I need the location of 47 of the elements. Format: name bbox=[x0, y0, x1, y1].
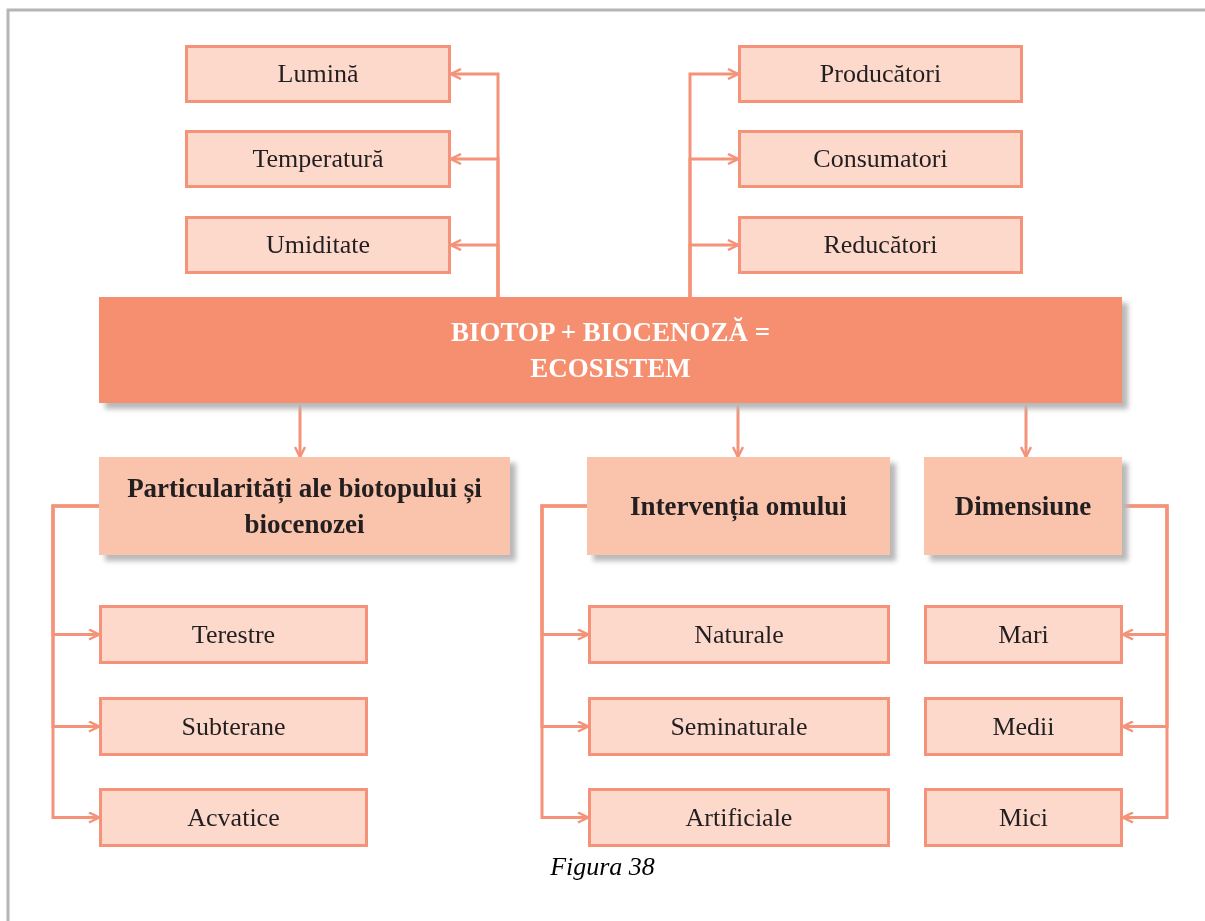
item-box bbox=[738, 130, 1023, 188]
category-box bbox=[924, 457, 1122, 555]
item-box bbox=[588, 697, 890, 756]
box-label: Temperatură bbox=[252, 144, 384, 174]
box-label: Seminaturale bbox=[670, 711, 808, 742]
item-box bbox=[924, 697, 1123, 756]
arrow bbox=[1019, 403, 1033, 459]
item-box bbox=[738, 216, 1023, 274]
item-box bbox=[99, 788, 368, 847]
figure-caption: Figura 38 bbox=[549, 852, 656, 882]
box-label: Artificiale bbox=[685, 802, 793, 833]
box-label: Umiditate bbox=[266, 230, 370, 260]
arrow bbox=[51, 504, 101, 824]
box-label: Subterane bbox=[181, 711, 286, 742]
item-box bbox=[924, 788, 1123, 847]
item-box bbox=[185, 216, 451, 274]
box-label: Consumatori bbox=[813, 144, 948, 174]
item-box bbox=[185, 130, 451, 188]
box-label: Reducători bbox=[823, 230, 938, 260]
arrow bbox=[293, 403, 307, 459]
arrow bbox=[688, 238, 740, 297]
box-label: Intervenția omului bbox=[630, 489, 847, 524]
item-box bbox=[99, 605, 368, 664]
category-box bbox=[99, 457, 510, 555]
box-label: Mici bbox=[998, 802, 1049, 833]
arrow bbox=[1121, 504, 1169, 824]
box-label: Lumină bbox=[277, 59, 359, 89]
item-box bbox=[588, 788, 890, 847]
box-label: Dimensiune bbox=[954, 489, 1092, 523]
arrow bbox=[540, 504, 590, 824]
item-box bbox=[588, 605, 890, 664]
arrow bbox=[731, 403, 745, 459]
title-box bbox=[99, 297, 1122, 403]
arrow bbox=[449, 238, 500, 297]
box-label: Mari bbox=[998, 619, 1049, 650]
item-box bbox=[99, 697, 368, 756]
box-label: Terestre bbox=[191, 619, 276, 650]
box-label: Particularități ale biotopului și biocenozei bbox=[126, 471, 483, 541]
box-label: BIOTOP + BIOCENOZĂ = ECOSISTEM bbox=[449, 315, 772, 385]
item-box bbox=[738, 45, 1023, 103]
box-label: Medii bbox=[992, 711, 1055, 742]
box-label: Producători bbox=[819, 59, 942, 89]
item-box bbox=[185, 45, 451, 103]
category-box bbox=[587, 457, 890, 555]
box-label: Acvatice bbox=[187, 802, 280, 833]
item-box bbox=[924, 605, 1123, 664]
box-label: Naturale bbox=[694, 619, 784, 650]
